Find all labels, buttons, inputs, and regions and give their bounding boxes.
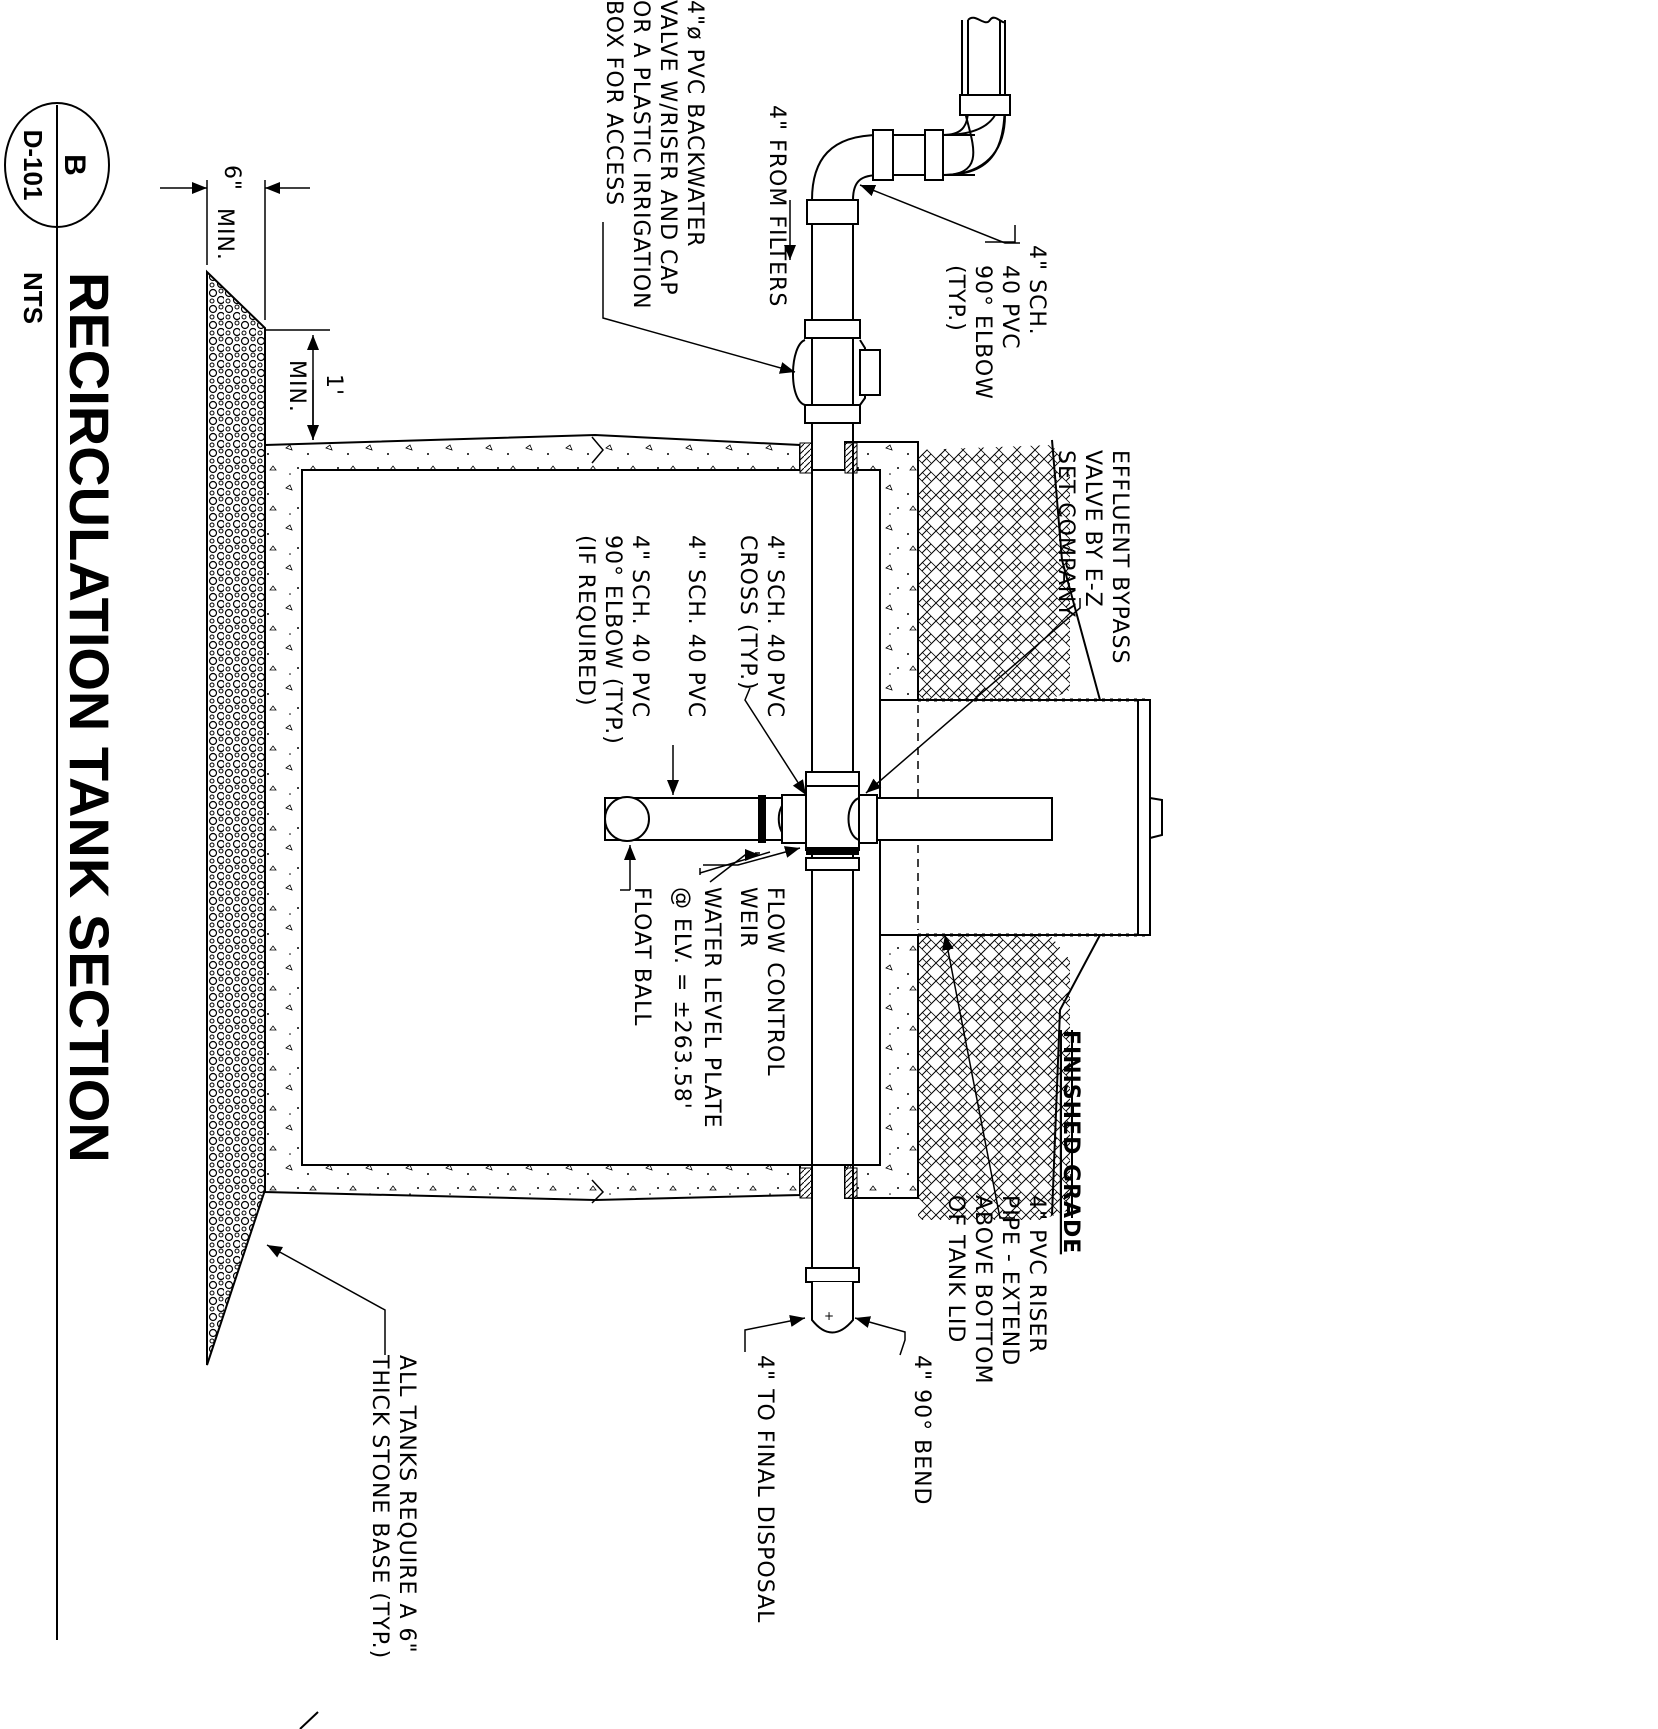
main-pipe: + [792, 199, 881, 1334]
flow-weir [806, 847, 859, 855]
label-backwater-4: BOX FOR ACCESS [601, 0, 626, 206]
label-water-level-1: WATER LEVEL PLATE [699, 887, 724, 1129]
joint-top [591, 436, 604, 464]
riser-handle [1149, 797, 1163, 839]
label-elbow-inner-3: (IF REQUIRED) [573, 535, 598, 707]
bend-90 [811, 1282, 854, 1334]
label-final-disposal: 4" TO FINAL DISPOSAL [752, 1355, 777, 1623]
label-elbow-inner-1: 4" SCH. 40 PVC [627, 535, 652, 718]
cross-pipes [604, 794, 1053, 844]
label-weir-1: FLOW CONTROL [762, 887, 787, 1077]
label-bypass-3: SET COMPANY [1053, 450, 1078, 618]
dim-6in-value: 6" [219, 165, 244, 191]
riser-lid [1137, 699, 1151, 936]
label-cross-2: CROSS (TYP.) [735, 535, 760, 691]
label-elbow-top-4: (TYP.) [943, 265, 968, 332]
detail-letter: B [58, 154, 91, 176]
label-cross-1: 4" SCH. 40 PVC [762, 535, 787, 718]
corner-mark [299, 1711, 319, 1729]
grade-line-lower [1051, 934, 1101, 1216]
dim-1ft-min: MIN. [284, 360, 309, 413]
label-water-level-2: @ ELV. = ±263.58' [669, 887, 694, 1110]
callout-weir: FLOW CONTROL WEIR [735, 887, 787, 1077]
dimension-1ft: 1' MIN. [265, 329, 346, 440]
top-elbow-pipe [811, 16, 1011, 201]
detail-bubble [4, 102, 110, 228]
label-sch40-pvc: 4" SCH. 40 PVC [683, 535, 708, 718]
riser-pipe [876, 797, 1053, 841]
dim-1ft-value: 1' [321, 374, 346, 396]
label-riser-1: 4" PVC RISER [1024, 1195, 1049, 1354]
callout-bypass: EFFLUENT BYPASS VALVE BY E-Z SET COMPANY [1053, 450, 1132, 664]
label-finished-grade: FINISHED GRADE [1058, 1030, 1083, 1254]
dimension-6in: 6" MIN. [160, 165, 310, 320]
drawing-title: RECIRCULATION TANK SECTION [58, 272, 121, 1163]
callout-water-level: WATER LEVEL PLATE @ ELV. = ±263.58' [669, 887, 724, 1129]
stone-base [206, 269, 266, 1366]
callout-backwater: 4"ø PVC BACKWATER VALVE W/RISER AND CAP … [601, 0, 707, 310]
label-bypass-1: EFFLUENT BYPASS [1107, 450, 1132, 664]
label-riser-3: ABOVE BOTTOM [970, 1195, 995, 1384]
soil-fill-lower [918, 935, 1070, 1220]
callout-elbow-top: 4" SCH. 40 PVC 90° ELBOW (TYP.) [943, 245, 1049, 400]
label-backwater-3: OR A PLASTIC IRRIGATION [628, 0, 653, 310]
callout-stone-base: ALL TANKS REQUIRE A 6" THICK STONE BASE … [367, 1354, 419, 1659]
label-90-bend: 4" 90° BEND [909, 1355, 934, 1506]
callout-riser: 4" PVC RISER PIPE - EXTEND ABOVE BOTTOM … [943, 1195, 1049, 1384]
label-riser-2: PIPE - EXTEND [997, 1195, 1022, 1366]
label-float-ball: FLOAT BALL [629, 887, 654, 1027]
label-backwater-1: 4"ø PVC BACKWATER [682, 0, 707, 248]
label-stone-base-2: THICK STONE BASE (TYP.) [367, 1354, 392, 1659]
grade-line-upper [1051, 439, 1101, 701]
svg-text:+: + [824, 1309, 834, 1323]
cross-fitting [805, 785, 860, 851]
label-from-filters: 4" FROM FILTERS [764, 105, 789, 307]
sheet-reference: D-101 [18, 130, 48, 201]
callout-cross: 4" SCH. 40 PVC CROSS (TYP.) [735, 535, 787, 718]
label-elbow-top-2: 40 PVC [997, 265, 1022, 350]
label-stone-base-1: ALL TANKS REQUIRE A 6" [394, 1355, 419, 1654]
callout-elbow-inner: 4" SCH. 40 PVC 90° ELBOW (TYP.) (IF REQU… [573, 535, 652, 745]
float-ball [604, 796, 650, 842]
leader-lines [266, 184, 1081, 1356]
title-block: B D-101 RECIRCULATION TANK SECTION NTS [4, 102, 121, 1640]
scale-label: NTS [18, 272, 48, 324]
label-elbow-inner-2: 90° ELBOW (TYP.) [600, 535, 625, 745]
label-riser-4: OF TANK LID [943, 1195, 968, 1343]
label-elbow-top-3: 90° ELBOW [970, 265, 995, 400]
joint-bottom [591, 1179, 605, 1204]
label-bypass-2: VALVE BY E-Z [1080, 450, 1105, 608]
label-elbow-top-1: 4" SCH. [1024, 245, 1049, 336]
label-backwater-2: VALVE W/RISER AND CAP [655, 0, 680, 296]
dim-6in-min: MIN. [212, 208, 237, 261]
soil-fill-upper [918, 445, 1070, 700]
label-weir-2: WEIR [735, 887, 760, 948]
